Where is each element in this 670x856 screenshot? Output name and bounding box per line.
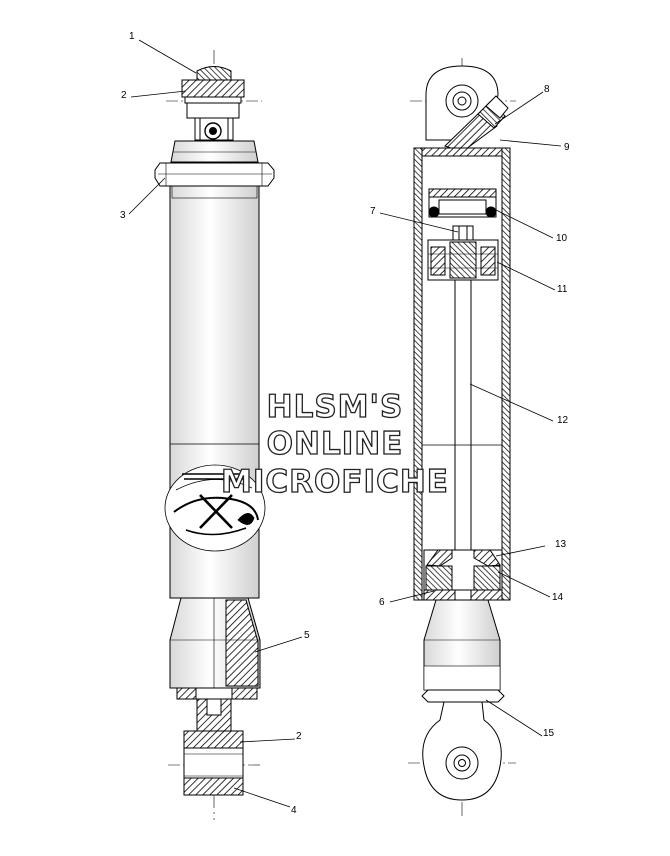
callout-1: 1: [129, 31, 135, 42]
piston-nut: [452, 225, 474, 241]
callout-6: 6: [379, 597, 385, 608]
seal-head: [423, 549, 503, 601]
callout-15: 15: [543, 728, 555, 739]
callout-2-bottom: 2: [296, 731, 302, 742]
callout-2-top: 2: [121, 90, 127, 101]
callout-13: 13: [555, 539, 567, 550]
left-shock-assembly: [154, 50, 275, 820]
callout-14: 14: [552, 592, 564, 603]
bottom-bushing: [183, 777, 244, 796]
callout-5: 5: [304, 630, 310, 641]
callout-3: 3: [120, 210, 126, 221]
callout-7: 7: [370, 206, 376, 217]
callout-12: 12: [557, 415, 569, 426]
bottom-eye-block: [183, 730, 244, 749]
main-piston: [427, 239, 499, 281]
callout-8: 8: [544, 84, 550, 95]
adjuster-ring: [154, 162, 275, 187]
callout-9: 9: [564, 142, 570, 153]
bottom-flange: [421, 689, 505, 703]
watermark-line-3: MICROFICHE: [220, 464, 449, 500]
top-eye-block: [181, 79, 245, 98]
right-shock-cutaway: [408, 58, 516, 820]
body-decal: [164, 464, 266, 552]
callout-4: 4: [291, 805, 297, 816]
top-bushing-cap: [196, 66, 232, 81]
watermark-line-2: ONLINE: [266, 426, 404, 462]
callout-11: 11: [557, 284, 568, 295]
watermark-line-1: HLSM'S: [266, 389, 404, 425]
leader-lines: [128, 39, 562, 808]
callout-10: 10: [556, 233, 568, 244]
